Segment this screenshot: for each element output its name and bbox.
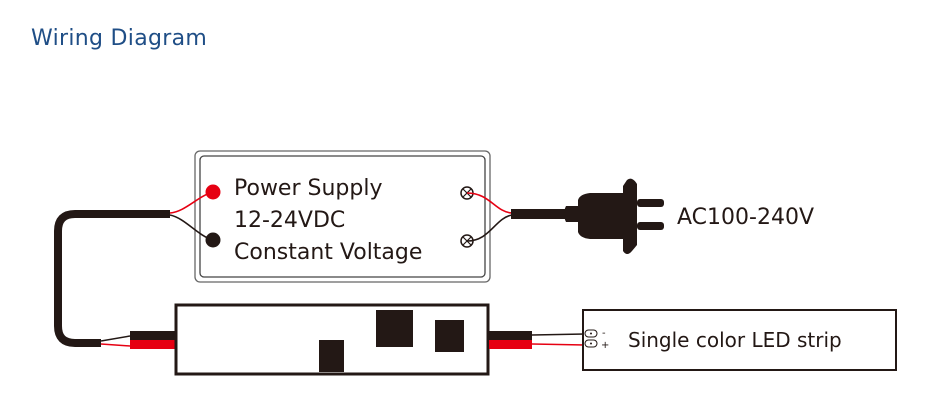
power-supply-voltage: 12-24VDC [234,208,345,233]
output-red-lead [489,340,532,349]
power-supply-label: Power Supply [234,176,382,201]
led-strip-body [582,309,897,371]
controller-chip-2 [435,320,464,352]
ac-red-wire [466,192,513,214]
dc-sheathed-cable [54,210,170,347]
dc-black-wire [169,214,214,241]
led-plus-sign: + [601,340,609,351]
led-strip-label: Single color LED strip [628,328,842,352]
dc-cable [54,191,214,349]
diagram-title: Wiring Diagram [31,26,208,51]
led-strip: - + Single color LED strip [582,309,897,371]
input-black-lead [130,331,176,340]
power-supply: Power Supply 12-24VDC Constant Voltage [194,150,491,283]
input-red-lead [130,340,176,349]
ac-voltage-label: AC100-240V [677,205,814,230]
power-supply-inner-border [199,155,486,278]
dc-red-wire [169,191,214,214]
controller [174,303,586,376]
plug-prong-bottom [637,222,664,230]
ac-cord [511,209,571,219]
controller-chip-1 [376,310,413,347]
plug-icon [564,178,637,254]
ac-black-wire [466,214,513,242]
power-supply-type: Constant Voltage [234,240,422,265]
ac-plug: AC100-240V [466,178,814,254]
output-black-lead [489,331,532,340]
led-minus-sign: - [602,328,606,339]
controller-chip-3 [319,340,344,372]
plug-prong-top [637,199,664,207]
